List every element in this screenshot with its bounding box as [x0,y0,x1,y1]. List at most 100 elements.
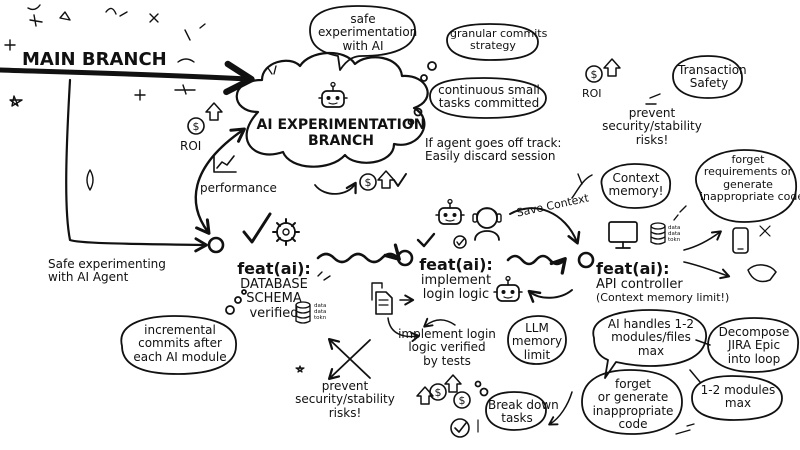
prevent-top-line2: security/stability [602,119,702,134]
ai-branch-performance: performance [200,181,277,195]
safe-exp-line2: experimentation [318,25,418,40]
break-down-tasks-bubble: Break down tasks [488,398,559,426]
modules-line2: max [724,396,752,411]
commit-3-label: feat(ai): API controller (Context memory… [596,260,729,305]
top-speech-bubbles [309,5,547,126]
db-label-commit1: data data tokn [314,303,327,321]
granular-line2: strategy [470,39,516,53]
incremental-line1: incremental [144,323,216,337]
continuous-line1: continuous small [438,83,540,97]
commit-2-title: feat(ai): [419,255,493,274]
ai-branch-title-line1: AI EXPERIMENTATION [256,117,426,133]
cloud-commit-link [194,127,246,235]
login-verified-line3: by tests [423,353,471,368]
llm-memory-limit-bubble: LLM memory limit [510,321,564,362]
commit-1-line2: DATABASE [240,276,308,292]
right-roi-label: ROI [582,87,602,100]
continuous-line2: tasks committed [438,96,540,111]
db-label-right-line3: tokn [668,236,681,243]
login-verified-line2: logic verified [408,340,486,355]
forget-code-bubble: forget or generate inappropriate code [588,377,678,432]
forget-top-line1: forget [731,153,765,166]
commit-2-line2: implement [420,272,492,288]
ai-branch-title: AI EXPERIMENTATION BRANCH [246,117,436,149]
prevent-bottom-line3: risks! [328,405,362,420]
db-label-line2: data [314,308,327,315]
db-label-right: data data tokn [668,225,681,243]
main-branch-line [0,60,255,253]
incremental-commits-bubble: incremental commits after each AI module [126,323,234,364]
sparkle-doodles [4,4,206,191]
ai-branch-title-line2: BRANCH [308,132,374,149]
login-verified-note: implement login logic verified by tests [392,327,502,368]
safe-exp-line3: with AI [342,38,384,53]
prevent-risks-bottom: prevent security/stability risks! [288,379,402,420]
breakdown-line2: tasks [501,411,533,426]
prevent-bottom-line2: security/stability [295,392,395,407]
ai-handles-line3: max [637,343,665,358]
prevent-risks-top: prevent security/stability risks! [596,106,708,147]
llm-line3: limit [523,347,551,362]
ai-experimentation-cloud [235,51,429,168]
commit-1-line4: verified [249,306,299,321]
safe-agent-note: Safe experimenting with AI Agent [48,257,166,285]
ai-handles-line2: modules/files [611,330,691,345]
ai-branch-roi: ROI [180,139,202,153]
commit1-icons [242,212,331,324]
transaction-safety-bubble: Transaction Safety [678,63,747,91]
incremental-line2: commits after [138,336,222,351]
off-track-note: If agent goes off track: Easily discard … [425,136,562,164]
context-memory-line2: memory! [608,184,664,199]
forget-top-line4: inappropriate code [700,189,800,203]
bottom-middle-icons [295,340,479,438]
commit-2-label: feat(ai): implement login logic [410,256,502,303]
safe-agent-line1: Safe experimenting [48,257,166,271]
forget-bottom-line3: inappropriate [592,403,674,418]
ai-handles-line1: AI handles 1-2 [607,317,695,331]
llm-line1: LLM [525,321,549,335]
forget-bottom-line4: code [618,417,648,432]
db-label-right-line1: data [668,225,681,231]
modules-max-bubble: 1-2 modules max [698,383,778,411]
decompose-line1: Decompose [718,325,790,339]
forget-bottom-line2: or generate [597,390,669,405]
granular-line1: granular commits [450,27,548,40]
prevent-top-line1: prevent [628,106,676,120]
safe-agent-line2: with AI Agent [48,270,129,285]
decompose-epic-bubble: Decompose JIRA Epic into loop [712,325,796,366]
llm-line2: memory [511,334,563,349]
commit-line [207,236,595,275]
forget-bottom-line1: forget [615,377,651,391]
commit-1-title: feat(ai): [237,259,311,278]
decompose-line2: JIRA Epic [727,338,781,353]
prevent-top-line3: risks! [635,132,669,147]
commit-1-line3: SCHEMA [246,291,302,307]
commit2-icons [371,198,581,343]
incremental-line3: each AI module [133,349,227,364]
commit-2-line3: login logic [422,287,490,303]
off-track-line2: Easily discard session [425,149,556,164]
commit-3-title: feat(ai): [596,259,670,278]
context-memory-bubble: Context memory! [606,171,666,199]
context-memory-line1: Context [612,171,660,185]
llm-and-breakdown-bubbles [474,315,573,431]
login-verified-line1: implement login [398,327,496,341]
right-side-shapes [571,55,799,435]
main-branch-label: MAIN BRANCH [22,49,167,70]
modules-line1: 1-2 modules [700,383,776,397]
granular-commits-bubble: granular commits strategy [450,27,548,53]
continuous-tasks-bubble: continuous small tasks committed [434,83,544,111]
transaction-line1: Transaction [678,63,747,77]
prevent-bottom-line1: prevent [321,379,369,393]
breakdown-line1: Break down [488,398,559,412]
db-label-line1: data [314,303,327,309]
commit-1-label: feat(ai): DATABASE SCHEMA verified [228,260,320,322]
off-track-line1: If agent goes off track: [425,136,562,150]
forget-top-line2: requirements or [703,165,793,179]
transaction-line2: Safety [689,76,729,91]
db-label-line3: tokn [314,314,327,321]
ai-handles-bubble: AI handles 1-2 modules/files max [600,317,702,358]
db-label-right-line2: data [668,230,681,237]
